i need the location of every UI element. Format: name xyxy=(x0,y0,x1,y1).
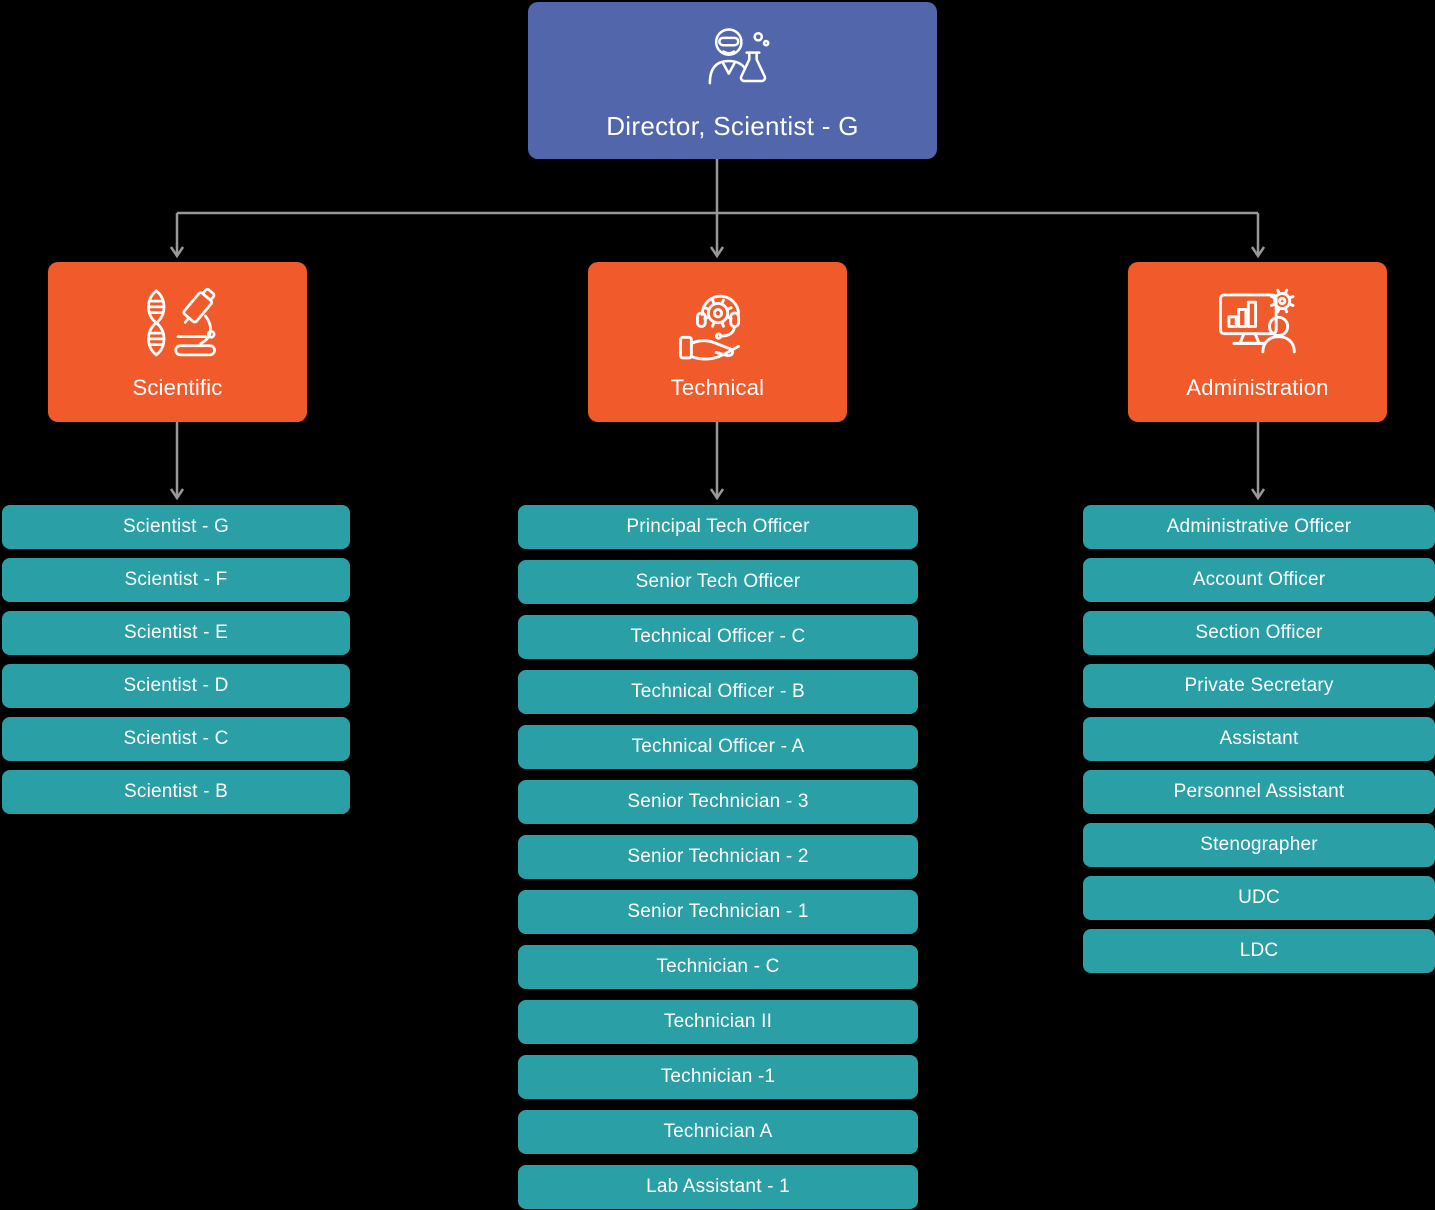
org-item: Assistant xyxy=(1083,717,1435,761)
headset-gear-hand-icon xyxy=(678,294,740,360)
org-item: Personnel Assistant xyxy=(1083,770,1435,814)
branch-technical: Technical xyxy=(588,262,847,422)
org-item: Account Officer xyxy=(1083,558,1435,602)
org-item: Technical Officer - C xyxy=(518,615,918,659)
org-item: Stenographer xyxy=(1083,823,1435,867)
branch-scientific: Scientific xyxy=(48,262,307,422)
org-item: Technical Officer - A xyxy=(518,725,918,769)
org-item: Principal Tech Officer xyxy=(518,505,918,549)
scientist-icon xyxy=(708,27,769,84)
org-item: Technician -1 xyxy=(518,1055,918,1099)
org-item: Technician - C xyxy=(518,945,918,989)
org-item: Administrative Officer xyxy=(1083,505,1435,549)
org-item: Technician A xyxy=(518,1110,918,1154)
org-item: Lab Assistant - 1 xyxy=(518,1165,918,1209)
org-item: Private Secretary xyxy=(1083,664,1435,708)
dna-microscope-icon xyxy=(146,287,216,356)
org-item: Technician II xyxy=(518,1000,918,1044)
branch-label: Administration xyxy=(1186,374,1329,400)
org-item: Scientist - G xyxy=(2,505,350,549)
org-item: Senior Technician - 1 xyxy=(518,890,918,934)
org-item: Scientist - C xyxy=(2,717,350,761)
branch-label: Scientific xyxy=(132,374,223,400)
org-item: Scientist - D xyxy=(2,664,350,708)
org-item: Scientist - B xyxy=(2,770,350,814)
org-item: Senior Technician - 3 xyxy=(518,780,918,824)
scientific-role-list: Scientist - G Scientist - F Scientist - E S… xyxy=(2,505,350,814)
org-item: Senior Tech Officer xyxy=(518,560,918,604)
org-item: LDC xyxy=(1083,929,1435,973)
monitor-gear-person-icon xyxy=(1218,288,1296,353)
director-node: Director, Scientist - G xyxy=(528,2,937,159)
director-label: Director, Scientist - G xyxy=(606,110,859,141)
org-item: Section Officer xyxy=(1083,611,1435,655)
org-item: Senior Technician - 2 xyxy=(518,835,918,879)
org-item: Scientist - E xyxy=(2,611,350,655)
org-item: Scientist - F xyxy=(2,558,350,602)
branch-administration: Administration xyxy=(1128,262,1387,422)
org-item: UDC xyxy=(1083,876,1435,920)
branch-label: Technical xyxy=(670,374,765,400)
org-item: Technical Officer - B xyxy=(518,670,918,714)
